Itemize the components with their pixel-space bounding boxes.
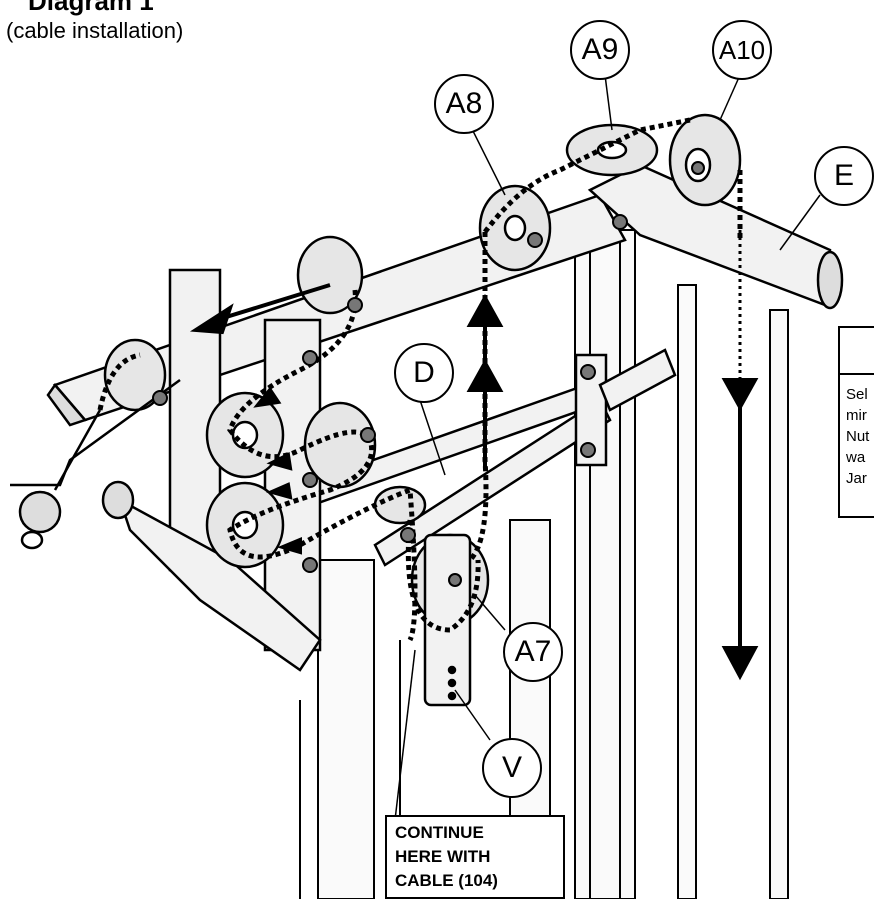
cable-route [97,117,743,642]
direction-arrows [189,283,759,681]
continue-note-line-3: CABLE (104) [395,871,498,890]
cable-end-wire [53,409,102,491]
arrow-down-head-2 [721,646,759,681]
nut-10 [580,364,596,380]
side-note-line-4: wa [846,449,866,466]
callout-a10: A10 [712,20,772,80]
upright-post-right-1 [677,284,697,899]
right-arm-end-cap [816,250,844,310]
nut-12 [691,161,705,175]
arm-end-cap [46,382,88,427]
nut-3 [347,297,363,313]
side-note-line-3: Nut [846,428,870,445]
side-note-rule-top [840,373,874,375]
callout-a7: A7 [503,622,563,682]
arrow-stack-2 [266,451,293,471]
continue-note-line-2: HERE WITH [395,847,491,866]
fastener-nuts [152,161,705,587]
diagram-title: Diagram 1 [28,0,154,16]
cable-end-ring [20,530,44,550]
d-arm-beam [373,398,612,567]
v-bracket-hole-1 [447,665,457,675]
leader-a7 [474,594,506,631]
upright-post-right-2 [769,309,789,899]
pulley-stack-1-hub [231,420,259,450]
upright-post-left [317,559,375,899]
arrow-stack-1 [253,386,282,408]
callout-d: D [394,343,454,403]
arrow-stack-3 [266,482,293,500]
d-arm-handle [598,348,677,412]
pulley-stack-3-hub [231,510,259,540]
callout-v: V [482,738,542,798]
cable-a8-down [468,232,489,562]
leader-a8 [469,124,506,196]
callout-a9: A9 [570,20,630,80]
cable-stop-ball [18,490,62,534]
pulley-a8-hub [503,214,527,242]
weight-pin-knob [101,480,135,520]
side-note-line-1: Sel [846,386,868,403]
leader-a10 [719,74,741,121]
leader-a9 [604,74,613,131]
nut-4 [152,390,168,406]
leader-v [454,689,491,741]
callout-e: E [814,146,874,206]
arrow-left-shaft [209,283,331,324]
side-note-line-5: Jar [846,470,867,487]
pulleys [103,113,742,627]
leader-continue [394,649,416,821]
nut-6 [302,472,318,488]
nut-7 [302,557,318,573]
nut-1 [527,232,543,248]
pulley-top-mid [296,235,364,315]
leader-e [779,194,821,251]
v-bracket-hole-2 [447,678,457,688]
callout-a8: A8 [434,74,494,134]
upright-post-center [574,229,636,899]
v-bracket-hole-3 [447,691,457,701]
diagram-subtitle: (cable installation) [6,18,184,43]
arrow-up-head-1 [466,293,504,327]
nut-11 [580,442,596,458]
nut-9 [400,527,416,543]
side-note-lines: Sel mir Nut wa Jar [846,384,869,489]
nut-8 [360,427,376,443]
cable-left-run [97,352,141,411]
leader-lines [394,74,821,821]
nut-13 [448,573,462,587]
arrow-stack-4 [276,537,302,555]
nut-2 [612,214,628,230]
side-note-line-2: mir [846,407,867,424]
cable-a7-loop [405,519,481,633]
arrow-up-head-2 [466,358,504,392]
arrow-down-head-1 [721,378,759,412]
pulley-top-left [103,338,167,412]
cable-handle [10,378,181,550]
leader-d [419,399,446,476]
side-note-panel: Sel mir Nut wa Jar [838,326,874,518]
frame-uprights [299,229,789,899]
continue-note-box: CONTINUE HERE WITH CABLE (104) [385,815,565,899]
nut-5 [302,350,318,366]
continue-note-line-1: CONTINUE [395,823,484,842]
